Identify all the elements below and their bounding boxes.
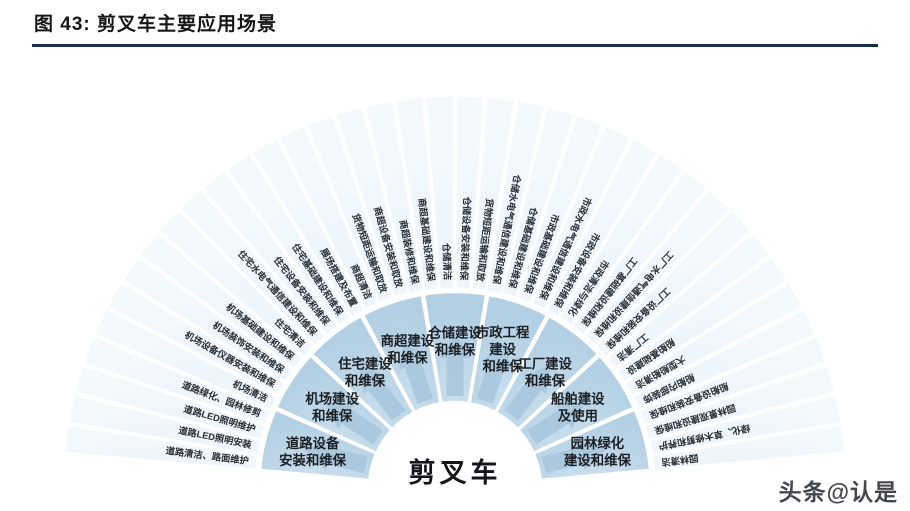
- outer-ring-segment: [82, 335, 272, 426]
- radial-arrow-icon: [542, 441, 607, 474]
- outer-ring-segment: [73, 364, 267, 441]
- outer-ring-segment: [201, 169, 339, 337]
- outer-ring-segment: [63, 424, 259, 471]
- inner-ring-label-line: 船舶建设: [551, 391, 605, 407]
- outer-ring-segment: [571, 169, 709, 337]
- hub-label: 剪叉车: [409, 457, 502, 488]
- outer-ring-segment: [67, 394, 262, 456]
- outer-ring-segment: [470, 96, 516, 292]
- inner-ring-label-line: 和维保: [483, 358, 524, 374]
- outer-ring-segment: [179, 188, 327, 347]
- radial-arrow-icon: [527, 402, 586, 445]
- inner-ring-label-line: 和维保: [345, 372, 386, 388]
- outer-ring-segment: [364, 100, 425, 295]
- inner-ring-label-line: 市政工程: [476, 324, 530, 340]
- inner-ring-label-line: 和维保: [435, 342, 476, 358]
- outer-ring-segment: [583, 188, 731, 347]
- outer-ring-segment: [516, 114, 604, 304]
- inner-ring-label-line: 和维保: [387, 349, 428, 365]
- radial-arrow-icon: [398, 340, 434, 404]
- inner-ring-label-line: 工厂建设: [518, 355, 572, 371]
- outer-ring-segment: [615, 255, 789, 383]
- title-divider: [32, 44, 878, 47]
- outer-ring-segment: [394, 96, 440, 292]
- outer-ring-segment: [454, 95, 485, 290]
- outer-ring-segment: [530, 125, 632, 311]
- hub-circle: [377, 410, 533, 511]
- outer-ring-segment: [544, 137, 659, 318]
- inner-ring-label-line: 机场建设: [305, 391, 359, 407]
- radial-arrow-icon: [324, 402, 383, 445]
- radial-fan-diagram: 剪叉车 道路清洁、路面维护道路LED照明安装道路LED照明维护道路绿化、园林修剪…: [0, 48, 910, 511]
- outer-ring-segment: [643, 364, 837, 441]
- outer-ring-segment: [106, 281, 286, 397]
- inner-ring-label-line: 商超建设: [381, 332, 435, 348]
- inner-ring-label-line: 园林绿化: [571, 435, 625, 451]
- outer-ring-segment: [558, 152, 685, 327]
- outer-ring-label: 仓储清洁: [441, 242, 453, 281]
- outer-ring-segment: [158, 209, 315, 358]
- arrow-group: [303, 332, 607, 474]
- outer-ring-segment: [485, 100, 546, 295]
- outer-ring-segment: [624, 281, 804, 397]
- inner-ring-label-line: 和维保: [312, 408, 353, 424]
- outer-ring-segment: [306, 114, 394, 304]
- outer-ring-segment: [651, 424, 847, 471]
- outer-ring-segment: [425, 95, 456, 290]
- outer-ring-segment: [334, 106, 409, 299]
- outer-ring-label: 园林清洁: [661, 453, 699, 469]
- radial-arrow-icon: [476, 340, 512, 404]
- watermark: 头条@认是: [778, 479, 898, 505]
- outer-ring-segment: [631, 308, 817, 411]
- outer-ring-segment: [278, 125, 380, 311]
- radial-arrow-icon: [359, 364, 406, 421]
- outer-ring-segment: [93, 308, 279, 411]
- outer-ring-segment: [251, 137, 366, 318]
- inner-ring-label-line: 安装和维保: [279, 452, 347, 468]
- radial-arrow-icon: [440, 332, 470, 396]
- inner-ring-label-line: 仓储建设: [427, 325, 482, 341]
- figure-header: 图 43: 剪叉车主要应用场景: [0, 0, 910, 50]
- inner-ring-labels: 道路设备安装和维保机场建设和维保住宅建设和维保商超建设和维保仓储建设和维保市政工…: [279, 324, 631, 468]
- inner-ring-label-line: 和维保: [525, 372, 566, 388]
- outer-ring-segment: [638, 335, 828, 426]
- outer-ring-band: [63, 95, 847, 471]
- center-hub: 剪叉车: [377, 410, 533, 511]
- outer-ring-segment: [605, 231, 772, 371]
- outer-ring-segment: [501, 106, 576, 299]
- outer-ring-segment: [225, 152, 352, 327]
- inner-ring-label-line: 住宅建设: [338, 355, 392, 371]
- page-title: 图 43: 剪叉车主要应用场景: [34, 14, 278, 35]
- outer-ring-segment: [138, 231, 305, 371]
- inner-ring-label-line: 道路设备: [286, 435, 340, 451]
- outer-ring-segment: [595, 209, 752, 358]
- inner-ring-label-line: 及使用: [558, 408, 598, 424]
- outer-ring-segment: [648, 394, 843, 456]
- fan-chart-svg: 剪叉车 道路清洁、路面维护道路LED照明安装道路LED照明维护道路绿化、园林修剪…: [63, 95, 847, 511]
- outer-ring-segment: [121, 255, 295, 383]
- inner-ring-label-line: 建设: [489, 341, 516, 357]
- radial-arrow-icon: [303, 441, 368, 474]
- radial-arrow-icon: [504, 364, 551, 421]
- outer-ring-label: 仓储设备安装和维保: [459, 195, 473, 281]
- inner-ring-label-line: 建设和维保: [564, 452, 632, 468]
